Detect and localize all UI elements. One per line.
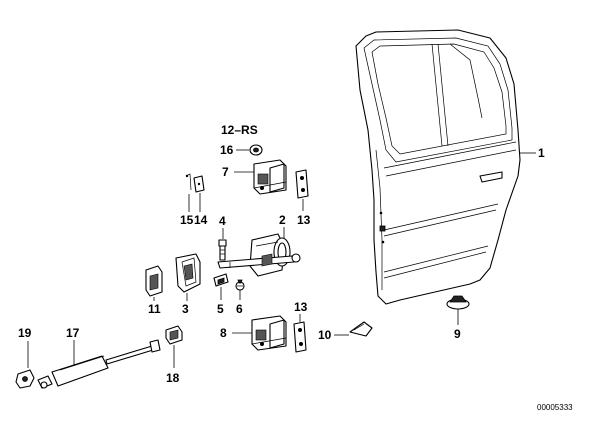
nut (249, 144, 263, 156)
door-check-strap (217, 233, 301, 277)
gas-spring (37, 339, 161, 389)
label-part-1: 1 (538, 146, 545, 160)
shim-upper (295, 169, 309, 199)
ball-socket (15, 369, 35, 389)
label-part-19: 19 (18, 326, 32, 340)
label-part-13-lower: 13 (294, 300, 308, 314)
lower-hinge (251, 315, 287, 351)
label-part-16: 16 (220, 143, 234, 157)
label-part-12: 12–RS (221, 123, 258, 137)
label-part-14: 14 (194, 213, 208, 227)
label-part-15: 15 (180, 213, 194, 227)
clip (193, 175, 205, 193)
label-part-2: 2 (279, 213, 286, 227)
label-part-6: 6 (236, 302, 243, 316)
label-part-5: 5 (217, 302, 224, 316)
label-part-11: 11 (148, 302, 161, 316)
door-pad (349, 321, 373, 337)
label-part-4: 4 (219, 214, 226, 228)
clip-5 (213, 273, 229, 287)
label-part-8: 8 (220, 326, 227, 340)
label-part-17: 17 (66, 326, 80, 340)
bracket-18 (165, 325, 183, 345)
label-part-18: 18 (166, 371, 180, 385)
pin (185, 173, 192, 191)
door-panel (355, 29, 521, 305)
label-part-3: 3 (182, 302, 189, 316)
cover (175, 253, 201, 293)
label-part-10: 10 (318, 328, 332, 342)
upper-hinge (253, 159, 287, 195)
drawing-number: 00005333 (537, 403, 573, 412)
label-part-9: 9 (454, 327, 461, 341)
bolt (218, 239, 227, 261)
label-part-13-upper: 13 (297, 213, 311, 227)
plug (446, 295, 470, 325)
shim-lower (293, 321, 307, 353)
screw-6 (235, 279, 245, 291)
cap (145, 265, 163, 297)
label-part-7: 7 (222, 165, 229, 179)
